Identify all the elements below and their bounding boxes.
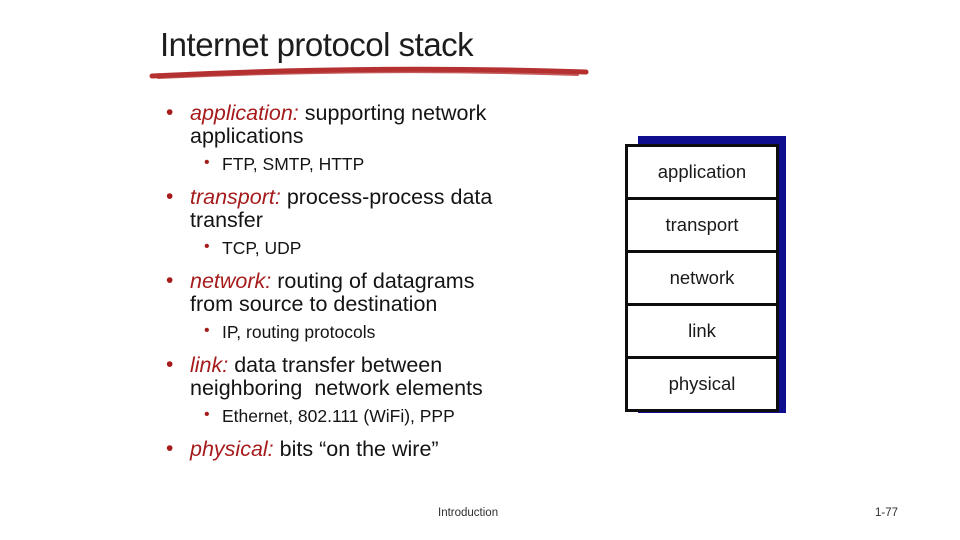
bullet-term: network: <box>190 269 272 293</box>
bullet-dot: • <box>166 101 174 124</box>
bullet-main: • application: supporting network applic… <box>163 101 633 148</box>
sub-bullet-text: TCP, UDP <box>222 238 302 258</box>
sub-bullet: • TCP, UDP <box>163 238 633 258</box>
red-underline-icon <box>149 66 589 79</box>
footer-page-number: 1-77 <box>874 507 898 519</box>
sub-bullet: • IP, routing protocols <box>163 322 633 342</box>
sub-bullet-dot: • <box>204 322 210 339</box>
sub-bullet-dot: • <box>204 406 210 423</box>
sub-bullet: • FTP, SMTP, HTTP <box>163 154 633 174</box>
stack-layer-transport: transport <box>625 197 779 253</box>
stack-layer-application: application <box>625 144 779 200</box>
stack-layer-network: network <box>625 250 779 306</box>
bullet-main: • transport: process-process data transf… <box>163 185 633 232</box>
footer-section-label: Introduction <box>438 507 499 519</box>
bullet-item-network: • network: routing of datagrams from sou… <box>163 269 633 342</box>
bullet-desc: data transfer between neighboring networ… <box>190 353 483 400</box>
bullet-item-link: • link: data transfer between neighborin… <box>163 353 633 426</box>
sub-bullet: • Ethernet, 802.111 (WiFi), PPP <box>163 406 633 426</box>
bullet-item-transport: • transport: process-process data transf… <box>163 185 633 258</box>
bullet-list: • application: supporting network applic… <box>163 101 633 473</box>
sub-bullet-dot: • <box>204 154 210 171</box>
bullet-item-physical: • physical: bits “on the wire” <box>163 437 633 461</box>
bullet-dot: • <box>166 437 174 460</box>
bullet-term: physical: <box>190 437 274 461</box>
bullet-term: link: <box>190 353 229 377</box>
bullet-desc: supporting network applications <box>190 101 487 148</box>
bullet-term: transport: <box>190 185 281 209</box>
sub-bullet-dot: • <box>204 238 210 255</box>
stack-layer-physical: physical <box>625 356 779 412</box>
bullet-desc: process-process data transfer <box>190 185 493 232</box>
sub-bullet-text: FTP, SMTP, HTTP <box>222 154 365 174</box>
page-title: Internet protocol stack <box>160 26 474 63</box>
bullet-desc: bits “on the wire” <box>279 437 439 461</box>
bullet-dot: • <box>166 353 174 376</box>
bullet-main: • physical: bits “on the wire” <box>163 437 633 461</box>
bullet-main: • network: routing of datagrams from sou… <box>163 269 633 316</box>
protocol-stack-diagram: application transport network link physi… <box>625 136 800 431</box>
bullet-dot: • <box>166 185 174 208</box>
sub-bullet-text: Ethernet, 802.111 (WiFi), PPP <box>222 406 455 426</box>
bullet-term: application: <box>190 101 299 125</box>
bullet-item-application: • application: supporting network applic… <box>163 101 633 174</box>
stack-boxes: application transport network link physi… <box>625 144 779 412</box>
bullet-main: • link: data transfer between neighborin… <box>163 353 633 400</box>
bullet-desc: routing of datagrams from source to dest… <box>190 269 475 316</box>
stack-layer-link: link <box>625 303 779 359</box>
sub-bullet-text: IP, routing protocols <box>222 322 376 342</box>
bullet-dot: • <box>166 269 174 292</box>
